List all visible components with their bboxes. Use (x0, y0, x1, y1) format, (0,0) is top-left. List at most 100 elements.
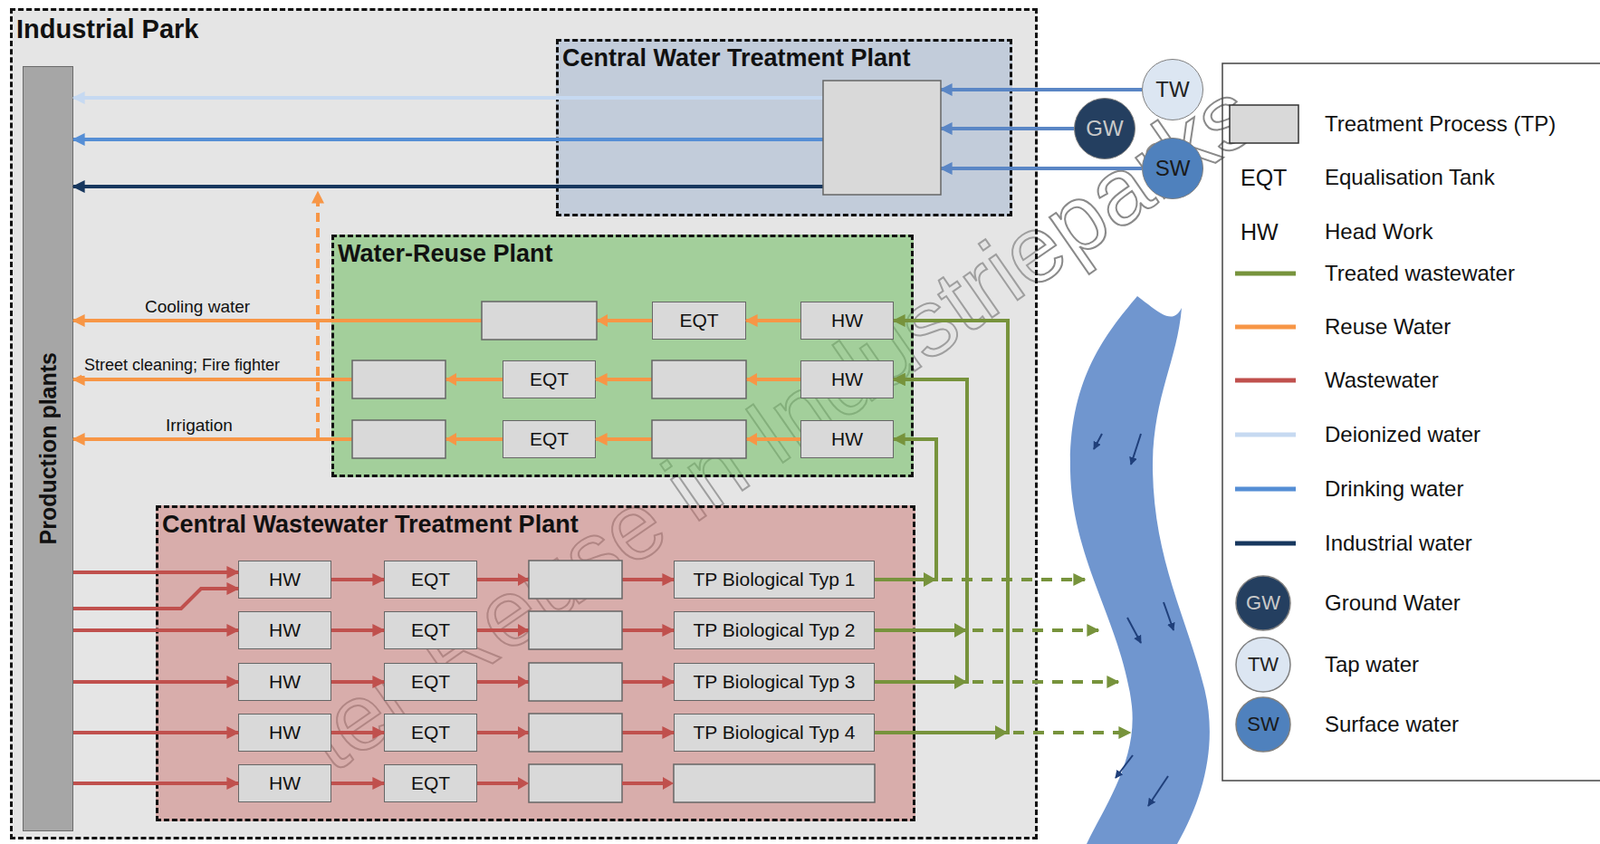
legend-text: Reuse Water (1324, 314, 1451, 340)
head-work-box: HW (238, 560, 332, 599)
production-plants-bar: Production plants (22, 66, 74, 832)
box-label: HW (268, 568, 301, 591)
legend-text: Industrial water (1324, 530, 1473, 556)
head-work-box: HW (800, 301, 894, 340)
legend-line-swatch (1235, 432, 1296, 438)
legend-circle-text: SW (1246, 712, 1279, 737)
wastewater-line (477, 781, 665, 786)
box-label: TP Biological Typ 2 (693, 619, 856, 642)
box-label: EQT (529, 428, 569, 451)
flow-arrowhead (445, 432, 457, 446)
legend-box (1222, 63, 1600, 781)
treatment-process-box (352, 80, 941, 803)
river (1070, 296, 1210, 844)
box-label: TW (1155, 76, 1189, 103)
legend-circle-text: TW (1247, 652, 1279, 677)
flow-connector (73, 588, 239, 609)
legend-text: Equalisation Tank (1324, 164, 1495, 191)
river (1148, 776, 1169, 806)
box-label: TP Biological Typ 3 (693, 670, 856, 693)
flow-connector (331, 781, 384, 786)
legend-sample-text: HW (1240, 219, 1279, 246)
connector-label: Cooling water (142, 296, 253, 317)
flow-arrowhead (517, 776, 529, 790)
flow-arrowhead (445, 373, 457, 386)
river (1070, 296, 1210, 844)
equalisation-tank-box: EQT (651, 301, 747, 340)
flow-connector (940, 87, 1142, 92)
box-label: HW (831, 368, 863, 391)
legend-box-swatch (1229, 105, 1299, 144)
treatment-process-box (352, 420, 446, 459)
flow-connector (73, 730, 239, 735)
box-label: HW (831, 428, 863, 451)
legend-text: Deionized water (1324, 421, 1481, 448)
legend-line-swatch (1235, 325, 1296, 330)
legend-text: Surface water (1324, 711, 1459, 738)
ground-water-source: GW (1073, 97, 1136, 160)
legend-circle-swatch (1235, 575, 1291, 631)
box-label: EQT (411, 619, 451, 642)
legend-line-swatch (1235, 487, 1296, 492)
legend-box (1222, 63, 1600, 781)
biological-treatment-box: TP Biological Typ 4 (673, 713, 875, 752)
treatment-process-box (673, 764, 875, 803)
head-work-box: HW (800, 360, 894, 399)
box-label: HW (268, 721, 301, 744)
flow-connector (73, 95, 824, 100)
treatment-process-box (528, 662, 623, 701)
river (1163, 602, 1174, 631)
legend-sample-text: EQT (1240, 164, 1287, 192)
equalisation-tank-box: EQT (383, 713, 478, 752)
box-label: HW (268, 670, 301, 693)
legend-line-swatch (1235, 378, 1296, 384)
wastewater-line (477, 781, 520, 786)
box-label: HW (268, 619, 301, 642)
equalisation-tank-box: EQT (383, 611, 478, 650)
flow-connector (73, 137, 824, 142)
treatment-process-box (651, 360, 747, 399)
discharge-arrow (941, 577, 1085, 582)
treatment-process-box (528, 560, 623, 599)
river (1127, 617, 1141, 643)
legend-circle-swatch (1235, 637, 1291, 692)
biological-treatment-box: TP Biological Typ 1 (673, 560, 875, 599)
treatment-process-box (528, 611, 623, 650)
flow-arrowhead (954, 622, 968, 638)
equalisation-tank-box: EQT (383, 764, 478, 803)
flow-arrowhead (517, 573, 529, 586)
head-work-box: HW (238, 611, 332, 650)
wastewater-line (622, 781, 665, 786)
legend-line-swatch (1235, 541, 1296, 547)
flow-connector (73, 680, 239, 684)
flow-arrowhead (596, 314, 608, 327)
connector-label: Irrigation (162, 414, 236, 436)
biological-treatment-box: TP Biological Typ 3 (673, 662, 875, 701)
head-work-box: HW (238, 662, 332, 701)
region-heading: Central Water Treatment Plant (558, 41, 917, 73)
box-label: EQT (411, 721, 451, 744)
equalisation-tank-box: EQT (383, 662, 478, 701)
flow-arrowhead (954, 674, 968, 690)
discharge-arrow (972, 680, 1119, 684)
biological-treatment-box: TP Biological Typ 2 (673, 611, 875, 650)
region-heading: Industrial Park (12, 10, 202, 45)
flow-arrowhead (995, 725, 1008, 740)
flow-connector (331, 577, 384, 582)
flow-connector (73, 781, 239, 786)
legend-text: Ground Water (1324, 590, 1461, 616)
flow-connector (940, 126, 1074, 131)
flow-connector (874, 379, 968, 682)
flow-connector (331, 730, 384, 735)
flow-connector (73, 570, 239, 575)
legend-text: Head Work (1324, 219, 1434, 245)
box-label: HW (268, 772, 301, 795)
connector-label: Street cleaning; Fire fighter (81, 354, 283, 376)
legend-text: Treatment Process (TP) (1324, 111, 1556, 137)
box-label: GW (1085, 115, 1123, 142)
box-label: TP Biological Typ 1 (693, 568, 856, 591)
legend-swatches (1229, 105, 1299, 752)
equalisation-tank-box: EQT (502, 360, 596, 399)
box-label: TP Biological Typ 4 (693, 721, 856, 744)
head-work-box: HW (238, 764, 332, 803)
